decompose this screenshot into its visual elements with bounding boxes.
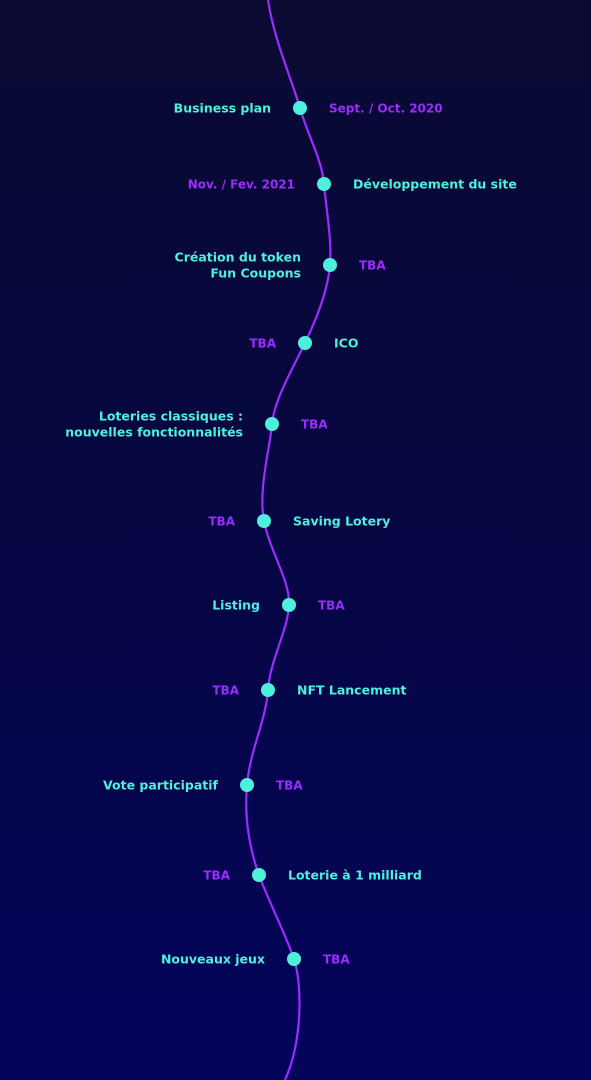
milestone-date: TBA: [323, 953, 350, 967]
milestone-title: Nouveaux jeux: [161, 952, 265, 967]
milestone-date: TBA: [249, 337, 276, 351]
milestone: Business plan Sept. / Oct. 2020: [174, 101, 443, 116]
milestone-title-line: NFT Lancement: [297, 683, 406, 698]
milestone-title: NFT Lancement: [297, 683, 406, 698]
milestone-date: TBA: [276, 779, 303, 793]
milestone: ICO TBA: [249, 336, 358, 351]
milestone-title-line: nouvelles fonctionnalités: [65, 425, 243, 440]
milestone: Loteries classiques :nouvelles fonctionn…: [65, 409, 328, 440]
milestone-title-line: Vote participatif: [103, 778, 219, 793]
milestone: NFT Lancement TBA: [212, 683, 406, 698]
milestone-dot: [265, 417, 279, 431]
milestone-title: Développement du site: [353, 177, 517, 192]
milestone-title-line: Développement du site: [353, 177, 517, 192]
milestone: Développement du site Nov. / Fev. 2021: [188, 177, 517, 192]
milestone-title: ICO: [334, 336, 358, 351]
milestone-title-line: Loteries classiques :: [99, 409, 243, 424]
milestone-title: Listing: [212, 598, 260, 613]
milestone-title-line: Business plan: [174, 101, 271, 116]
milestone: Loterie à 1 milliard TBA: [203, 868, 421, 883]
milestone-title: Loteries classiques :nouvelles fonctionn…: [65, 409, 243, 440]
milestone-dot: [293, 101, 307, 115]
milestone-dot: [257, 514, 271, 528]
milestone-dot: [240, 778, 254, 792]
milestone-title-line: Loterie à 1 milliard: [288, 868, 422, 883]
milestone: Listing TBA: [212, 598, 345, 613]
milestone-dot: [298, 336, 312, 350]
milestone-dot: [261, 683, 275, 697]
milestone-dot: [282, 598, 296, 612]
milestone-date: TBA: [203, 869, 230, 883]
milestone-date: TBA: [212, 684, 239, 698]
milestone-title: Saving Lotery: [293, 514, 390, 529]
milestone-date: TBA: [301, 418, 328, 432]
milestone-title-line: ICO: [334, 336, 358, 351]
milestone: Saving Lotery TBA: [208, 514, 390, 529]
milestone-date: TBA: [318, 599, 345, 613]
milestone-dot: [323, 258, 337, 272]
milestone-title-line: Nouveaux jeux: [161, 952, 265, 967]
milestone-dot: [317, 177, 331, 191]
milestone-date: TBA: [208, 515, 235, 529]
milestone-title: Vote participatif: [103, 778, 219, 793]
milestone: Nouveaux jeux TBA: [161, 952, 350, 967]
milestone: Vote participatif TBA: [103, 778, 303, 793]
milestone-dot: [287, 952, 301, 966]
milestone-title: Business plan: [174, 101, 271, 116]
timeline-line: [245, 0, 332, 1080]
milestone-title-line: Saving Lotery: [293, 514, 390, 529]
milestone-date: Nov. / Fev. 2021: [188, 178, 295, 192]
milestone-title-line: Listing: [212, 598, 260, 613]
milestone-title-line: Création du token: [175, 250, 301, 265]
milestone-title: Loterie à 1 milliard: [288, 868, 422, 883]
milestone-title-line: Fun Coupons: [210, 266, 301, 281]
milestone-dot: [252, 868, 266, 882]
milestones: Business plan Sept. / Oct. 2020Développem…: [65, 101, 517, 967]
milestone-date: Sept. / Oct. 2020: [329, 102, 443, 116]
milestone-date: TBA: [359, 259, 386, 273]
